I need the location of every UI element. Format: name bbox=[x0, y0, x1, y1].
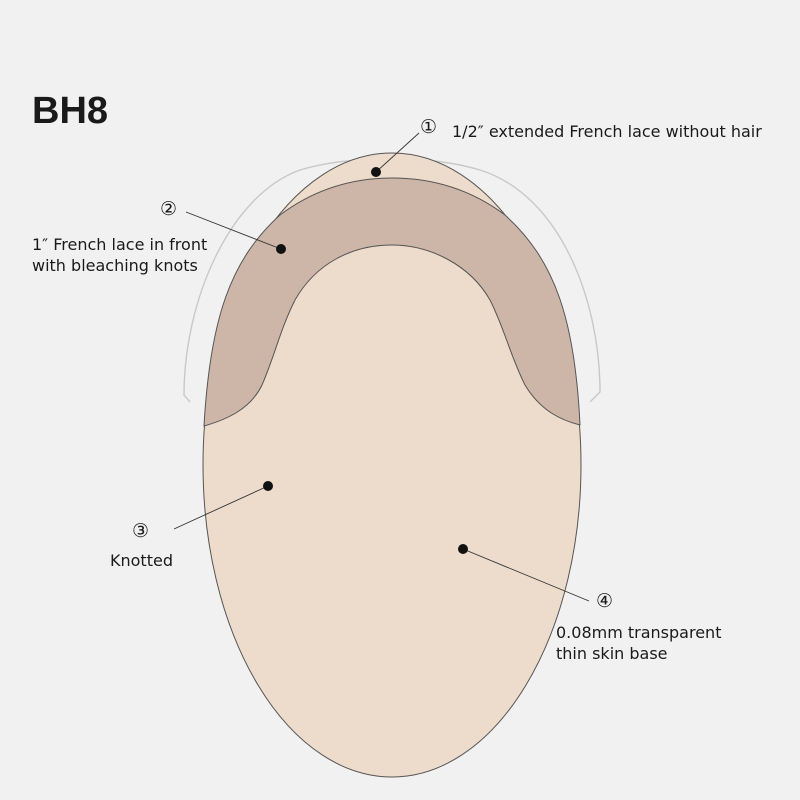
callout-number-1: ① bbox=[420, 116, 438, 138]
callout-number-4: ④ bbox=[596, 590, 614, 612]
model-title: BH8 bbox=[32, 90, 109, 132]
marker-dot-2 bbox=[276, 244, 286, 254]
marker-dot-1 bbox=[371, 167, 381, 177]
callout-label-4-line-1: 0.08mm transparent bbox=[556, 623, 722, 642]
leader-line-4 bbox=[462, 548, 590, 602]
callout-number-3: ③ bbox=[132, 520, 150, 542]
front-lace-band bbox=[203, 177, 581, 427]
callout-label-2-line-2: with bleaching knots bbox=[32, 256, 198, 275]
callout-label-4-line-2: thin skin base bbox=[556, 644, 668, 663]
callout-number-2: ② bbox=[160, 198, 178, 220]
callout-label-1: 1/2″ extended French lace without hair bbox=[452, 122, 762, 141]
leader-line-1 bbox=[375, 132, 420, 173]
callout-label-4: 0.08mm transparent thin skin base bbox=[556, 622, 721, 664]
callout-label-2-line-1: 1″ French lace in front bbox=[32, 235, 208, 254]
leader-line-3 bbox=[173, 485, 269, 530]
marker-dot-4 bbox=[458, 544, 468, 554]
leader-line-2 bbox=[185, 211, 282, 250]
callout-label-3: Knotted bbox=[110, 551, 173, 570]
marker-dot-3 bbox=[263, 481, 273, 491]
callout-label-2: 1″ French lace in front with bleaching k… bbox=[32, 234, 207, 276]
base-shape bbox=[202, 152, 582, 778]
